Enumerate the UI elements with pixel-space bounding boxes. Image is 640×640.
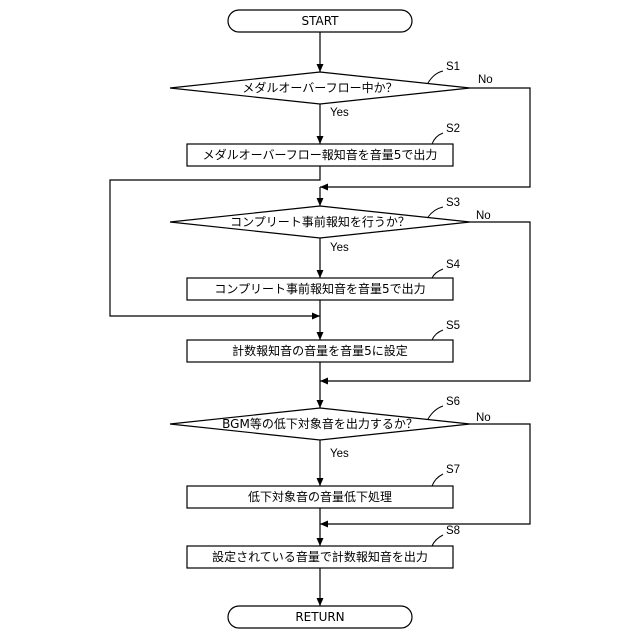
step-s8: 設定されている音量で計数報知音を出力 S8: [187, 525, 460, 568]
s8-step-label: S8: [446, 525, 460, 537]
s1-yes-label: Yes: [330, 107, 349, 119]
s1-text: メダルオーバーフロー中か？: [242, 80, 397, 95]
s2-leader-line: [432, 133, 443, 144]
s6-text: BGM等の低下対象音を出力するか？: [222, 416, 418, 431]
s1-step-label: S1: [446, 61, 460, 73]
s6-step-label: S6: [446, 396, 460, 408]
s4-step-label: S4: [446, 259, 461, 271]
s7-leader-line: [432, 474, 443, 486]
step-s7: 低下対象音の音量低下処理 S7: [187, 464, 460, 508]
s6-yes-label: Yes: [330, 448, 349, 460]
start-label: START: [301, 14, 339, 28]
s5-leader-line: [432, 330, 443, 340]
return-terminal-group: RETURN: [228, 606, 412, 628]
s5-step-label: S5: [446, 320, 460, 332]
s1-no-label: No: [478, 74, 493, 86]
return-label: RETURN: [295, 610, 344, 624]
s7-step-label: S7: [446, 464, 460, 476]
step-s4: コンプリート事前報知音を音量5で出力 S4: [187, 259, 461, 300]
s3-no-label: No: [476, 210, 491, 222]
s3-yes-label: Yes: [330, 242, 349, 254]
s6-no-label: No: [476, 412, 491, 424]
s8-text: 設定されている音量で計数報知音を出力: [212, 549, 428, 564]
s7-text: 低下対象音の音量低下処理: [248, 489, 392, 504]
step-s1: メダルオーバーフロー中か？ S1 Yes No: [170, 61, 493, 119]
s3-step-label: S3: [446, 197, 460, 209]
connector-s6-no-to-s8: [320, 424, 530, 524]
s1-leader-line: [428, 71, 443, 83]
step-s6: BGM等の低下対象音を出力するか？ S6 Yes No: [170, 396, 491, 460]
step-s3: コンプリート事前報知を行うか？ S3 Yes No: [170, 197, 491, 254]
s2-step-label: S2: [446, 123, 460, 135]
s3-text: コンプリート事前報知を行うか？: [230, 214, 410, 229]
s6-leader-line: [428, 406, 443, 419]
step-s2: メダルオーバーフロー報知音を音量5で出力 S2: [187, 123, 460, 166]
s8-leader-line: [432, 535, 443, 546]
s4-leader-line: [432, 269, 443, 278]
step-s5: 計数報知音の音量を音量5に設定 S5: [187, 320, 460, 362]
s2-text: メダルオーバーフロー報知音を音量5で出力: [203, 147, 438, 162]
s5-text: 計数報知音の音量を音量5に設定: [232, 343, 408, 358]
start-terminal-group: START: [228, 10, 412, 32]
s3-leader-line: [428, 207, 443, 217]
s4-text: コンプリート事前報知音を音量5で出力: [214, 281, 425, 296]
connector-s1-no-to-s3: [320, 88, 530, 187]
